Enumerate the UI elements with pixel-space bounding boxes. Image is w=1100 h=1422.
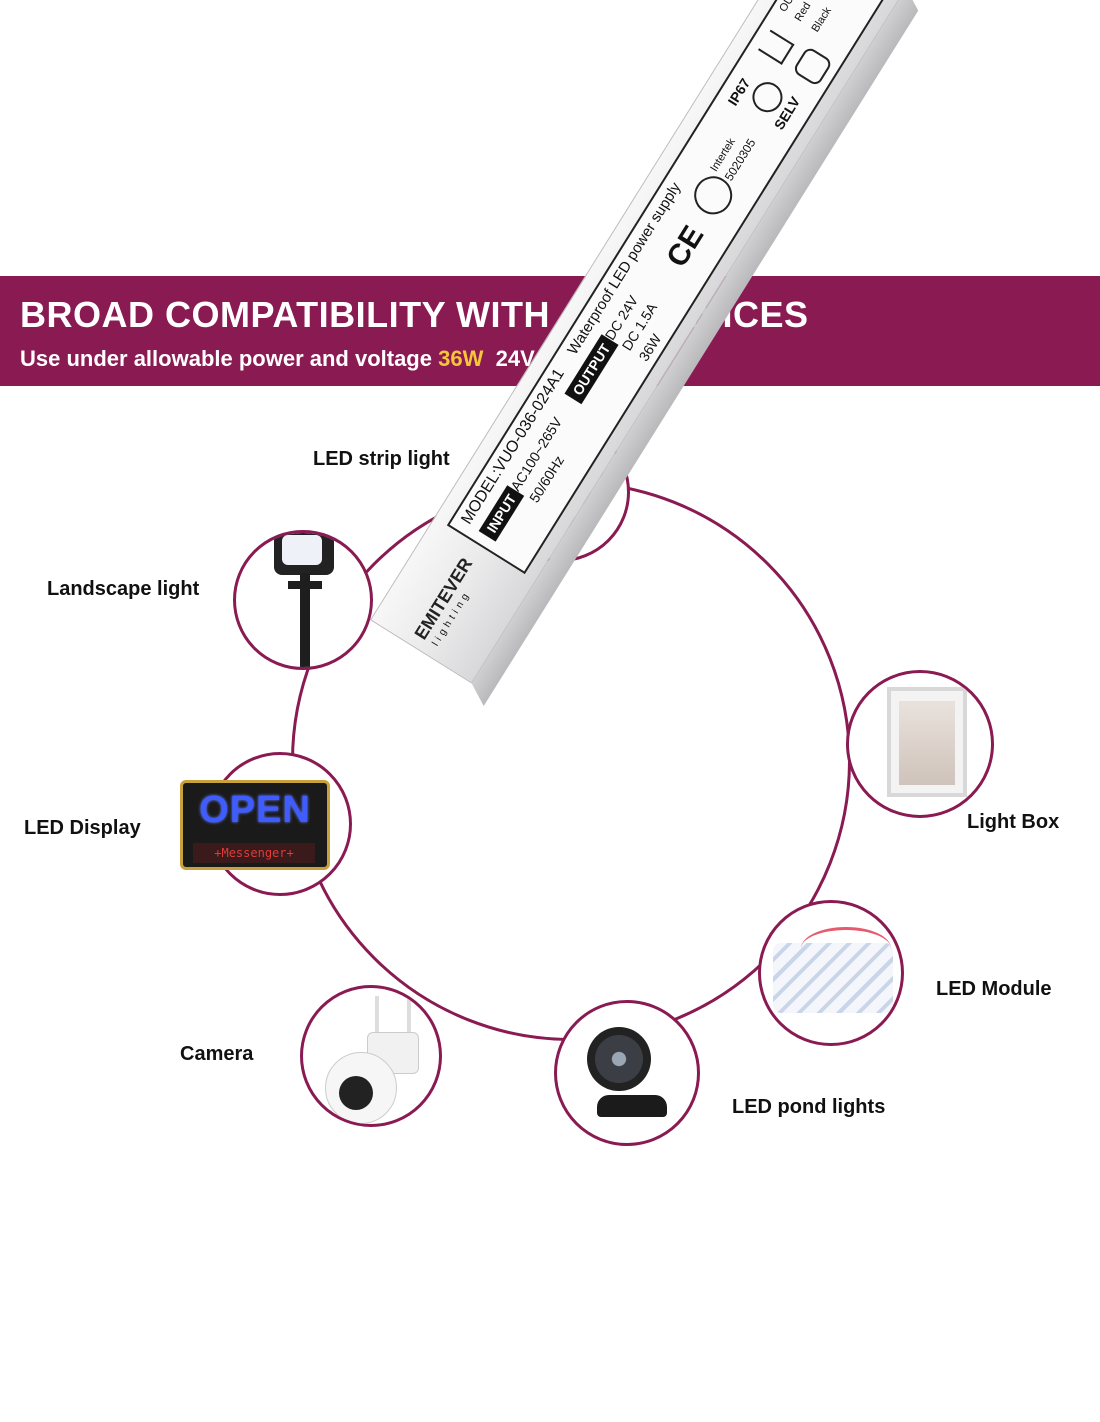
output-wire-red: Red	[792, 0, 814, 24]
subtitle-prefix: Use under allowable power and voltage	[20, 346, 439, 371]
psu-title: Waterproof LED power supply	[564, 179, 685, 358]
camera-node	[300, 985, 442, 1127]
tamper-icon	[791, 45, 834, 88]
subtitle-gap	[483, 346, 495, 371]
open-sign-icon: OPEN +Messenger+	[180, 780, 330, 870]
led-module-wires-icon	[801, 927, 891, 970]
open-sign-text: OPEN	[199, 789, 311, 831]
pond-lights-node	[554, 1000, 700, 1146]
pond-light-base-icon	[597, 1095, 667, 1117]
led-strip-label: LED strip light	[313, 448, 450, 470]
landscape-light-label: Landscape light	[47, 578, 200, 600]
camera-lens-icon	[339, 1076, 373, 1110]
banner-subtitle: Use under allowable power and voltage 36…	[20, 346, 535, 372]
landscape-light-node	[233, 530, 373, 670]
pond-light-lens-icon	[595, 1035, 643, 1083]
led-module-label: LED Module	[936, 978, 1052, 1000]
camera-label: Camera	[180, 1043, 254, 1065]
pond-lights-label: LED pond lights	[732, 1096, 886, 1118]
subtitle-power: 36W	[438, 346, 484, 371]
led-module-node	[758, 900, 904, 1046]
landscape-light-fin-icon	[288, 581, 322, 589]
light-box-photo-icon	[899, 701, 955, 785]
landscape-light-stake-icon	[300, 573, 310, 667]
output-wire-black: Black	[809, 5, 834, 35]
landscape-light-lens-icon	[282, 535, 322, 565]
light-box-label: Light Box	[967, 811, 1060, 833]
camera-antennas-icon	[375, 996, 411, 1046]
ce-mark: CE	[660, 220, 711, 273]
weee-bin-icon	[758, 29, 795, 65]
light-box-node	[846, 670, 994, 818]
open-sign-message: +Messenger+	[193, 843, 315, 863]
led-display-label: LED Display	[24, 817, 141, 839]
ip-rating: IP67	[724, 75, 754, 109]
